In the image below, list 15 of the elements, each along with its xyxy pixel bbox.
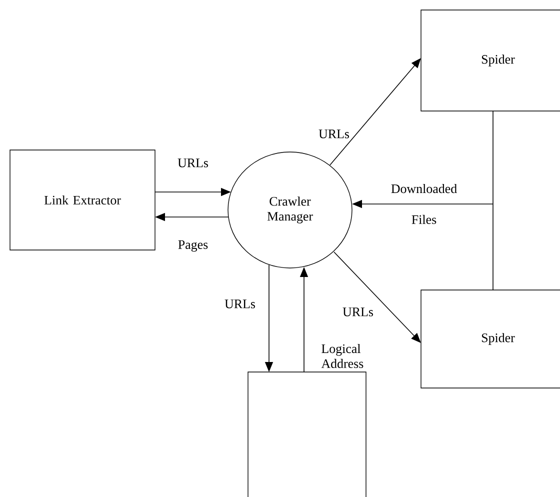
process-box: Spider [420, 10, 560, 112]
edge-label: URLs [318, 130, 350, 138]
edge-label: URLs [224, 300, 256, 308]
ellipse-node: Crawler Manager [228, 152, 352, 268]
edge-label: Downloaded Files [391, 184, 457, 224]
connector-line [492, 110, 494, 290]
edge-label: URLs [342, 308, 374, 316]
edge-label: Pages [178, 240, 208, 252]
empty-box [248, 372, 366, 497]
process-box: Spider [420, 290, 560, 388]
arrow [334, 252, 421, 343]
edge-label: URLs [178, 158, 208, 168]
arrow [330, 58, 421, 166]
process-box: Link Extractor [10, 150, 156, 250]
edge-label: Logical Address [321, 344, 364, 368]
